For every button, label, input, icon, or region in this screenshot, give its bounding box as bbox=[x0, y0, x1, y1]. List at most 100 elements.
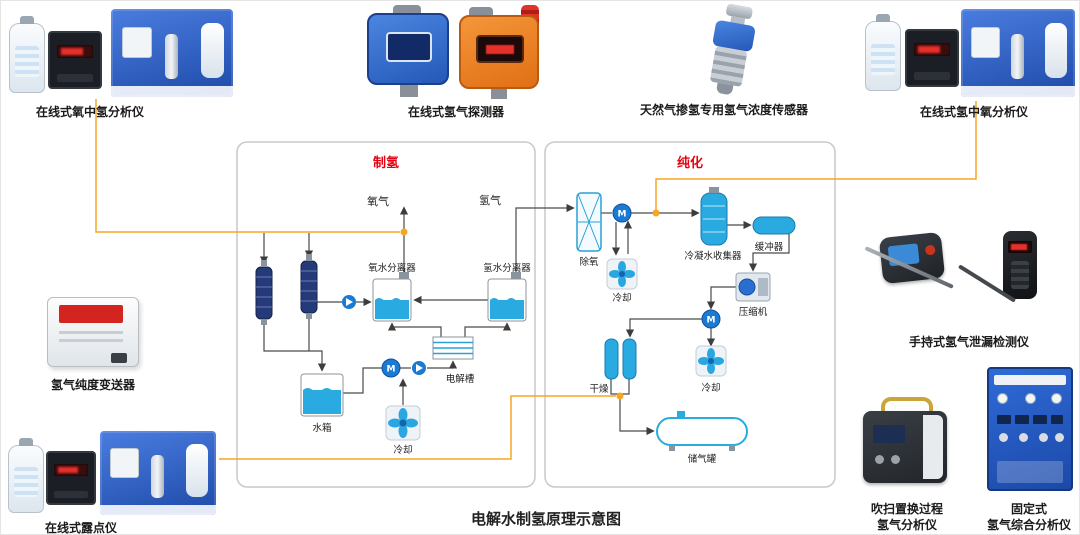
h2-water-separator-symbol bbox=[487, 272, 527, 322]
sensor-ribbed-section bbox=[709, 45, 748, 87]
product-photo-purity-transmitter bbox=[45, 289, 143, 373]
cabinet-title-strip bbox=[994, 375, 1066, 385]
sampling-panel bbox=[111, 9, 233, 97]
orange-sampling-lines bbox=[95, 99, 977, 460]
panel-gauge bbox=[110, 447, 140, 479]
leak-detector-keypad-2 bbox=[1011, 261, 1029, 289]
cooling-fan-2 bbox=[606, 258, 638, 290]
knob bbox=[875, 455, 884, 464]
sampling-panel bbox=[961, 9, 1075, 97]
red-led-display bbox=[54, 464, 88, 476]
packed-column-1 bbox=[255, 260, 273, 325]
product-photo-h2-detector-orange bbox=[457, 5, 549, 101]
product-photo-handheld-leak-detector bbox=[863, 223, 1075, 328]
panel-filter-cylinder bbox=[151, 454, 164, 499]
label-condensate-collector: 冷凝水收集器 bbox=[684, 250, 742, 262]
label-dryer: 干燥 bbox=[589, 384, 609, 395]
label-compressor: 压缩机 bbox=[739, 306, 768, 318]
label-deoxo: 除氧 bbox=[579, 256, 599, 268]
buffer-tank-symbol bbox=[752, 216, 796, 235]
gauge bbox=[1051, 393, 1062, 404]
electrolyzer-symbol bbox=[432, 336, 474, 360]
label-cooling-2: 冷却 bbox=[612, 292, 631, 304]
motor-label-2: M bbox=[618, 210, 627, 220]
label-dew-point-meter: 在线式露点仪 bbox=[44, 521, 118, 535]
transmitter-connector bbox=[111, 353, 127, 363]
packed-column-2 bbox=[300, 254, 318, 319]
leak-detector-body-2 bbox=[1003, 231, 1037, 299]
process-lines bbox=[259, 203, 790, 436]
panel-bottle bbox=[1045, 23, 1068, 78]
leak-detector-button-1 bbox=[924, 244, 936, 256]
knob bbox=[1055, 433, 1064, 442]
water-tank-symbol bbox=[300, 373, 344, 417]
knob bbox=[891, 455, 900, 464]
panel-bottle bbox=[201, 23, 225, 78]
pump-motor-2: M bbox=[612, 203, 632, 223]
analyzer-screen bbox=[873, 425, 905, 443]
panel-filter-cylinder bbox=[1011, 33, 1024, 80]
knob bbox=[1019, 433, 1028, 442]
display-cell bbox=[1051, 415, 1063, 424]
panel-gauge bbox=[971, 26, 1000, 59]
stream-label-hydrogen: 氢气 bbox=[479, 193, 501, 207]
label-h2-detector: 在线式氢气探测器 bbox=[407, 105, 505, 119]
product-photo-o2-in-h2-analyzer bbox=[861, 9, 1077, 99]
analyzer-display-unit bbox=[48, 31, 102, 89]
o2-water-separator-symbol bbox=[372, 272, 412, 322]
compressor-symbol bbox=[735, 272, 771, 302]
deoxo-column-symbol bbox=[576, 192, 602, 252]
label-electrolyzer: 电解槽 bbox=[446, 373, 475, 385]
cooling-fan-3 bbox=[695, 345, 727, 377]
detector-screen bbox=[476, 35, 524, 63]
analyzer-case bbox=[863, 411, 947, 483]
section-title-production: 制氢 bbox=[373, 155, 399, 171]
page-title: 电解水制氢原理示意图 bbox=[470, 510, 622, 528]
detector-cap bbox=[469, 7, 493, 17]
sensor-tip bbox=[715, 82, 734, 96]
product-photo-fixed-analyzer bbox=[987, 367, 1073, 491]
display-cell bbox=[1015, 415, 1029, 424]
red-led-display bbox=[486, 45, 514, 54]
red-led-display bbox=[57, 44, 93, 58]
check-valve-2 bbox=[412, 361, 426, 375]
production-section-frame bbox=[236, 141, 536, 488]
display-cell bbox=[1033, 415, 1047, 424]
label-o2-water-separator: 氧水分离器 bbox=[368, 262, 416, 274]
label-fixed-analyzer-line2: 氢气综合分析仪 bbox=[986, 518, 1072, 532]
label-purity-transmitter: 氢气纯度变送器 bbox=[50, 378, 136, 392]
label-cooling-3: 冷却 bbox=[701, 382, 720, 394]
label-cooling-1: 冷却 bbox=[393, 444, 412, 456]
pump-motor-1: M bbox=[381, 358, 401, 378]
label-handheld-leak-detector: 手持式氢气泄漏检测仪 bbox=[908, 335, 1030, 349]
section-title-purification: 纯化 bbox=[677, 155, 703, 171]
label-h2-water-separator: 氢水分离器 bbox=[483, 262, 531, 274]
red-led-display bbox=[914, 42, 950, 56]
knob bbox=[999, 433, 1008, 442]
label-purge-analyzer-line1: 吹扫置换过程 bbox=[870, 502, 944, 516]
vent-line bbox=[59, 331, 123, 334]
vent-line bbox=[59, 339, 123, 342]
product-photo-dew-point-meter bbox=[6, 431, 218, 517]
label-o2-in-h2-analyzer: 在线式氢中氧分析仪 bbox=[919, 105, 1029, 119]
purification-section-frame bbox=[544, 141, 836, 488]
condensate-collector-symbol bbox=[700, 187, 728, 246]
label-water-tank: 水箱 bbox=[312, 422, 331, 434]
product-photo-purge-analyzer bbox=[857, 397, 957, 495]
panel-gauge bbox=[121, 26, 153, 59]
label-gas-storage-tank: 储气罐 bbox=[688, 453, 717, 465]
detector-conduit bbox=[491, 89, 507, 99]
panel-name-strip bbox=[111, 86, 233, 97]
label-h2-in-o2-analyzer: 在线式氧中氢分析仪 bbox=[35, 105, 145, 119]
pump-motor-3: M bbox=[701, 309, 721, 329]
sample-bottle bbox=[865, 14, 901, 91]
carry-handle bbox=[881, 397, 933, 415]
sampling-panel bbox=[100, 431, 216, 515]
panel-filter-cylinder bbox=[164, 33, 179, 80]
button-row bbox=[57, 74, 93, 82]
transmitter-red-plate bbox=[59, 305, 123, 323]
product-photo-h2-in-o2-analyzer bbox=[6, 9, 234, 99]
leak-detector-display-2 bbox=[1008, 241, 1032, 253]
